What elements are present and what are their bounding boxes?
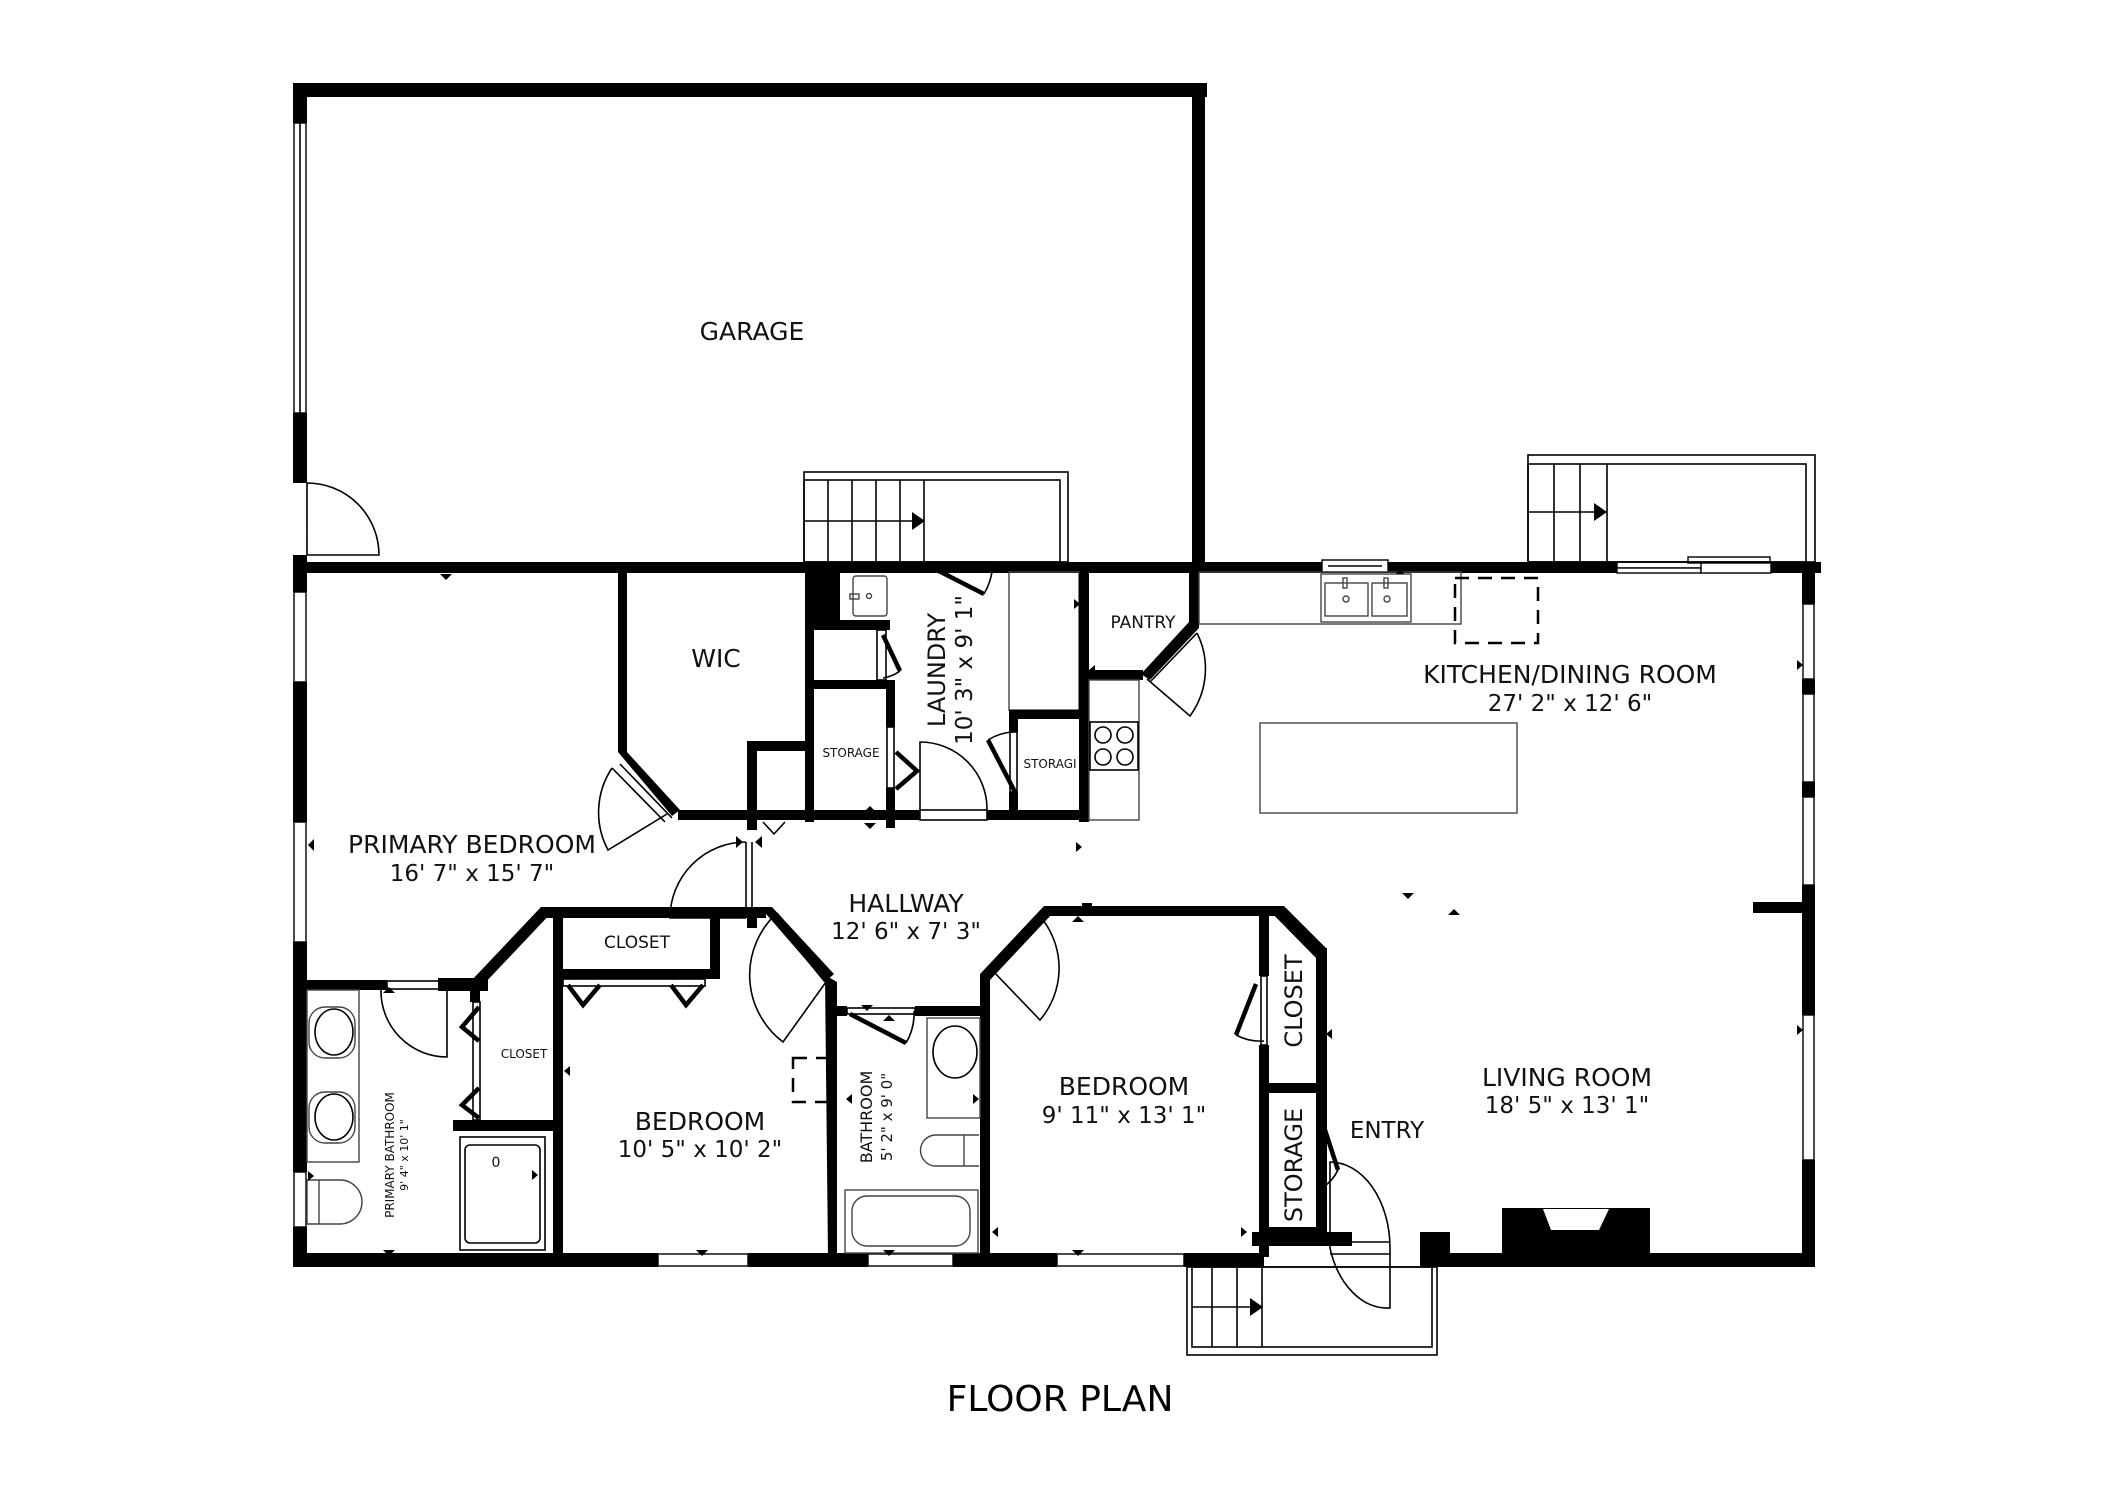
primary-closet-doors[interactable] [458,1001,481,1121]
laundry-area: STORAGE STORAGI LAUNDRY 10' 3" x 9 [805,561,1089,829]
room-label-primary-bedroom: PRIMARY BEDROOM [348,830,596,859]
linen-door-marker [762,821,786,836]
storage-left-door[interactable] [886,726,921,791]
wic-door[interactable] [597,763,673,852]
room-label-bathroom: BATHROOM [857,1071,876,1164]
bathroom-door[interactable] [846,1005,916,1045]
room-dims-primary-bedroom: 16' 7" x 15' 7" [390,861,554,887]
room-label-entry: ENTRY [1350,1118,1425,1144]
kitchen-sink [1320,568,1412,623]
room-label-bedroom2-closet: CLOSET [1280,954,1308,1048]
kitchen-top-openings [1321,556,1772,574]
kitchen-dining-area: KITCHEN/DINING ROOM 27' 2" x 12' 6" [1198,568,1803,814]
attic-access-outline [791,1056,837,1104]
room-label-storage-entry: STORAGE [1280,1108,1308,1222]
room-label-bedroom2: BEDROOM [1059,1072,1190,1101]
living-room-window [1802,1014,1815,1161]
bedroom2-area: BEDROOM 9' 11" x 13' 1" CLOSET STORAGE [989,903,1341,1257]
room-dims-hallway: 12' 6" x 7' 3" [831,919,981,945]
primary-bedroom-window-1 [293,591,307,683]
room-dims-living-room: 18' 5" x 13' 1" [1485,1093,1649,1119]
hallway-area: HALLWAY 12' 6" x 7' 3" [831,842,1460,945]
bedroom2-door[interactable] [989,915,1060,1022]
kitchen-window-1 [1802,603,1815,680]
sliding-door[interactable] [1616,556,1772,574]
kitchen-window-3 [1802,796,1815,886]
primary-bath-vanity [306,989,360,1163]
bedroom1-door[interactable] [748,912,831,1044]
pantry-area: PANTRY [1088,572,1207,821]
bathroom-window [867,1253,954,1267]
kitchen-island [1259,722,1518,814]
room-label-garage: GARAGE [700,317,805,346]
storage-right-door[interactable] [986,731,1018,794]
deck [1527,454,1816,563]
room-label-primary-closet: CLOSET [501,1047,548,1061]
room-label-bedroom1: BEDROOM [635,1107,766,1136]
stoop-stairs-arrow-icon [1250,1298,1263,1316]
bedroom1-closet-doors[interactable] [566,983,705,1009]
room-label-laundry: LAUNDRY [923,613,951,727]
stairs-arrow-icon [912,512,925,530]
room-label-kitchen-dining: KITCHEN/DINING ROOM [1423,660,1717,689]
laundry-top-door[interactable] [926,561,993,597]
utility-sink [849,575,888,617]
primary-bedroom-hall-door[interactable] [669,836,762,919]
room-label-wic: WIC [691,644,741,673]
bathroom-area: BATHROOM 5' 2" x 9' 0" [837,906,1052,1257]
primary-bath-shower: 0 [459,1136,546,1251]
garage-stairs [803,471,1069,563]
plan-title: FLOOR PLAN [947,1379,1174,1420]
laundry-cabinet-door[interactable] [876,629,903,681]
fireplace [1502,1208,1650,1258]
pantry-door[interactable] [1145,627,1207,718]
room-label-storage-left: STORAGE [822,746,879,760]
room-dims-bathroom: 5' 2" x 9' 0" [878,1073,896,1161]
primary-bedroom-window-2 [293,821,307,943]
room-dims-bedroom2: 9' 11" x 13' 1" [1042,1103,1206,1129]
room-dims-bedroom1: 10' 5" x 10' 2" [618,1137,782,1163]
deck-stairs-arrow-icon [1594,503,1607,521]
room-label-bedroom1-closet: CLOSET [604,933,671,953]
living-entry-area: ENTRY LIVING ROOM 18' 5" x 13' 1" [1186,1025,1803,1356]
entry-stoop [1186,1266,1438,1356]
room-label-living-room: LIVING ROOM [1482,1063,1652,1092]
bedroom1-area: CLOSET 0 PRIMARY BATHROOM 9' 4" x 10' 1" [306,907,837,1257]
bedroom1-window [657,1253,749,1267]
stove [1089,721,1139,771]
garage-side-door[interactable] [306,482,380,556]
kitchen-window-2 [1802,693,1815,783]
bedroom2-closet-door[interactable] [1233,975,1268,1046]
room-dims-kitchen-dining: 27' 2" x 12' 6" [1488,691,1652,717]
bedroom2-window [1056,1253,1185,1267]
laundry-hall-door[interactable] [919,741,988,811]
room-dims-laundry: 10' 3" x 9' 1" [952,595,978,745]
dishwasher-outline [1453,576,1540,645]
primary-bath-toilet [306,1179,363,1225]
svg-text:0: 0 [492,1155,501,1171]
room-dims-primary-bathroom: 9' 4" x 10' 1" [398,1119,411,1191]
primary-bath-window [293,1171,307,1228]
bathroom-tub-vanity [844,1017,981,1254]
room-label-hallway: HALLWAY [848,889,964,918]
room-label-pantry: PANTRY [1110,613,1176,633]
garage-area: GARAGE [293,83,1207,575]
primary-bath-door[interactable] [380,980,448,1058]
primary-bedroom-area: PRIMARY BEDROOM 16' 7" x 15' 7" WIC [308,572,818,928]
room-label-primary-bathroom: PRIMARY BATHROOM [383,1092,397,1218]
front-door[interactable] [1329,1161,1391,1309]
room-label-storage-right: STORAGI [1023,757,1076,771]
